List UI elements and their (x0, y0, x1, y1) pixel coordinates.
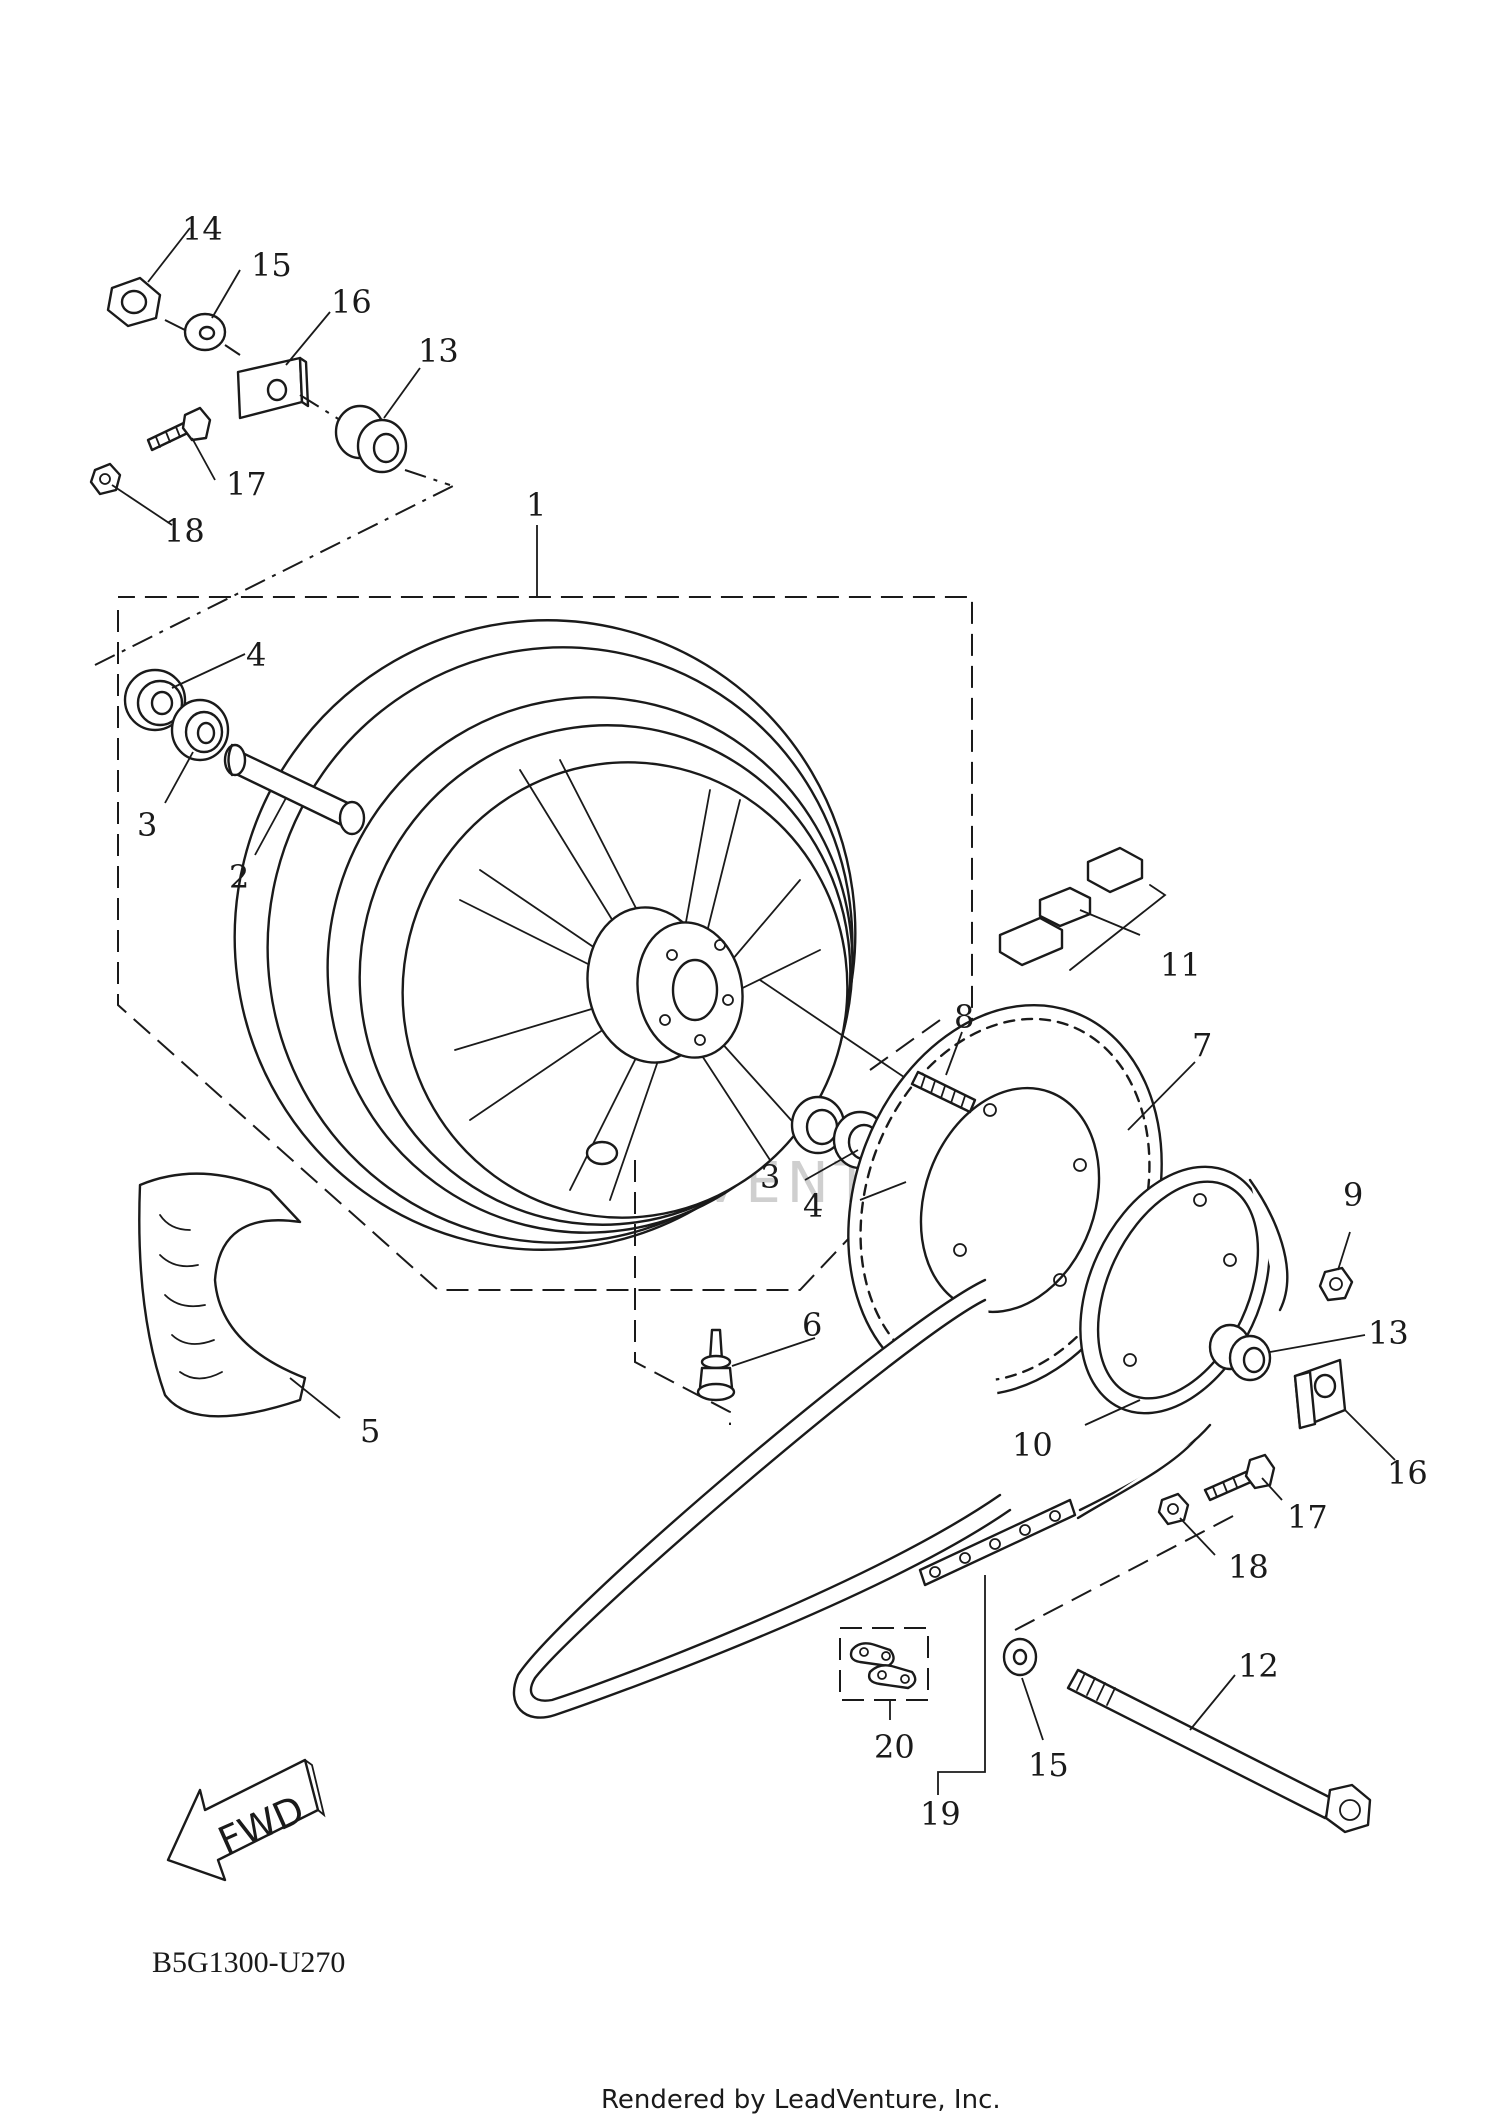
callout-13[interactable]: 13 (1368, 1314, 1409, 1352)
callout-15[interactable]: 15 (1028, 1746, 1069, 1784)
callout-17[interactable]: 17 (226, 465, 267, 503)
callout-1[interactable]: 1 (526, 486, 546, 524)
lock-nut-top[interactable] (89, 462, 122, 496)
callout-7[interactable]: 7 (1192, 1026, 1212, 1064)
stud-bolt[interactable] (910, 1070, 977, 1114)
callout-4[interactable]: 4 (803, 1187, 823, 1225)
callout-13[interactable]: 13 (418, 332, 459, 370)
wheel-collar[interactable] (223, 743, 366, 836)
bearing-left[interactable] (170, 698, 230, 762)
callout-8[interactable]: 8 (954, 998, 974, 1036)
callout-5[interactable]: 5 (360, 1412, 380, 1450)
callout-3[interactable]: 3 (760, 1158, 780, 1196)
callout-17[interactable]: 17 (1287, 1498, 1328, 1536)
diagram-code: B5G1300-U270 (152, 1946, 345, 1979)
hub-dampers[interactable] (998, 846, 1167, 971)
callout-6[interactable]: 6 (802, 1306, 822, 1344)
callout-20[interactable]: 20 (874, 1728, 915, 1766)
callout-9[interactable]: 9 (1343, 1176, 1363, 1214)
callout-16[interactable]: 16 (331, 283, 372, 321)
callout-12[interactable]: 12 (1238, 1647, 1279, 1685)
callout-19[interactable]: 19 (920, 1795, 961, 1833)
axle-nut[interactable] (106, 276, 162, 328)
wheel-assembly-frame (94, 484, 973, 1291)
callout-15[interactable]: 15 (251, 246, 292, 284)
washer-top[interactable] (183, 312, 227, 352)
callout-labels: 1 2 3 3 4 4 5 6 7 8 9 10 11 12 13 13 14 … (137, 210, 1428, 1833)
leader-lines (111, 227, 1396, 1795)
rear-wheel[interactable] (168, 554, 922, 1315)
callout-3[interactable]: 3 (137, 806, 157, 844)
chain-segment-detail (918, 1498, 1077, 1587)
chain-adjuster-collar-right[interactable] (1208, 1323, 1272, 1382)
master-link[interactable] (839, 1627, 929, 1701)
washer-bottom[interactable] (1002, 1637, 1038, 1677)
lock-nut-right[interactable] (1157, 1492, 1190, 1526)
oil-seal-left[interactable] (123, 668, 187, 732)
chain-puller-right[interactable] (1293, 1358, 1347, 1430)
adjusting-bolt-top[interactable] (146, 406, 212, 452)
wheel-hub (586, 906, 744, 1064)
tire-valve[interactable] (696, 1328, 736, 1402)
rear-axle[interactable] (1066, 1668, 1372, 1834)
callout-18[interactable]: 18 (1228, 1548, 1269, 1586)
callout-10[interactable]: 10 (1012, 1426, 1053, 1464)
adjusting-bolt-right[interactable] (1203, 1453, 1276, 1502)
chain-puller-top[interactable] (236, 356, 310, 420)
valve-hole (585, 1140, 619, 1166)
drive-chain[interactable] (512, 1178, 1289, 1719)
callout-2[interactable]: 2 (229, 858, 249, 896)
callout-4[interactable]: 4 (246, 636, 266, 674)
fwd-arrow: FWD (166, 1758, 326, 1882)
callout-16[interactable]: 16 (1387, 1454, 1428, 1492)
footer-credit: Rendered by LeadVenture, Inc. (601, 2085, 1001, 2115)
callout-14[interactable]: 14 (182, 210, 223, 248)
rear-tire[interactable] (138, 1172, 307, 1418)
chain-adjuster-collar-top[interactable] (334, 404, 408, 474)
callout-18[interactable]: 18 (164, 512, 205, 550)
callout-11[interactable]: 11 (1160, 946, 1201, 984)
sprocket-nut[interactable] (1318, 1266, 1354, 1302)
